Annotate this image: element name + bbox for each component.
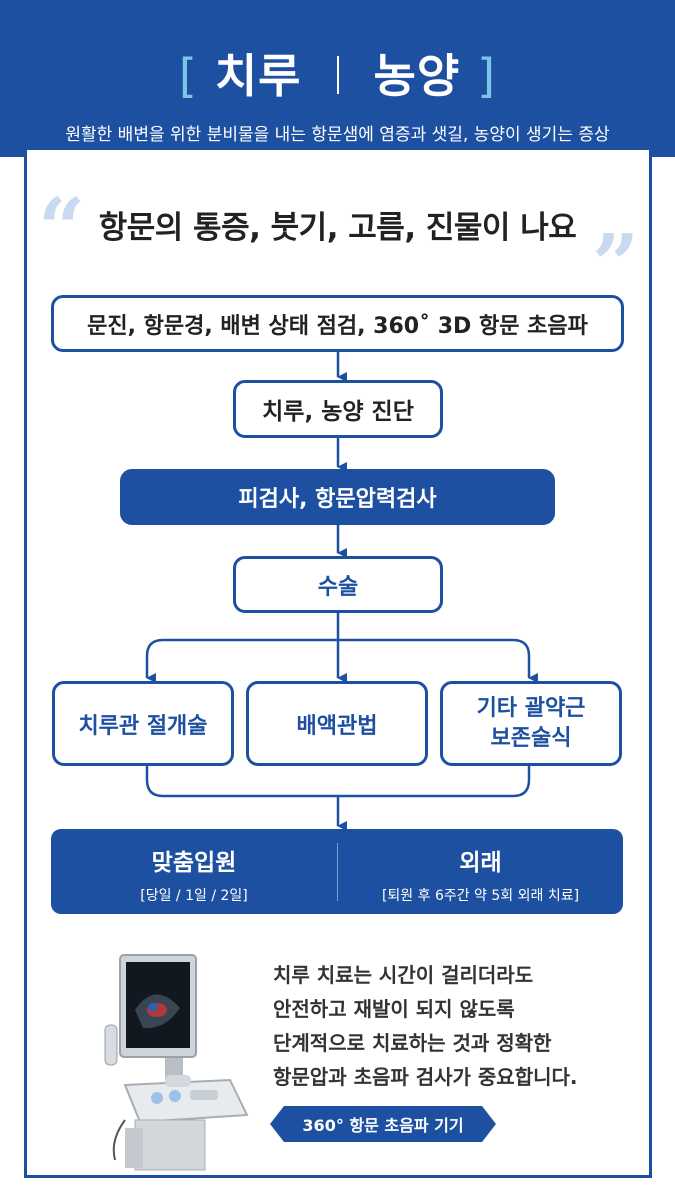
- device-label: 360° 항문 초음파 기기: [270, 1106, 496, 1142]
- flow-step-diagnosis: 치루, 농양 진단: [233, 380, 443, 438]
- page-title: [ 치루 농양 ]: [0, 40, 675, 106]
- description-line: 치루 치료는 시간이 걸리더라도: [273, 963, 534, 987]
- option-sphincter-line1: 기타 괄약근: [476, 695, 586, 721]
- ultrasound-machine-image: [104, 954, 249, 1171]
- description-line: 단계적으로 치료하는 것과 정확한: [273, 1031, 552, 1055]
- outpatient-title: 외래: [459, 850, 502, 876]
- inpatient-title: 맞춤입원: [151, 850, 237, 876]
- header-banner: [ 치루 농양 ] 원활한 배변을 위한 분비물을 내는 항문샘에 염증과 샛길…: [0, 0, 675, 157]
- description-line: 항문압과 초음파 검사가 중요합니다.: [273, 1065, 578, 1089]
- title-right: 농양: [373, 49, 461, 103]
- flow-step-tests: 피검사, 항문압력검사: [120, 469, 555, 525]
- inpatient-section: 맞춤입원 [당일 / 1일 / 2일]: [51, 829, 337, 914]
- care-plan-panel: 맞춤입원 [당일 / 1일 / 2일] 외래 [퇴원 후 6주간 약 5회 외래…: [51, 829, 623, 914]
- option-drainage: 배액관법: [246, 681, 428, 766]
- flow-step-examination: 문진, 항문경, 배변 상태 점검, 360˚ 3D 항문 초음파: [51, 295, 624, 352]
- inpatient-detail: [당일 / 1일 / 2일]: [140, 888, 248, 904]
- option-sphincter-preserving: 기타 괄약근 보존술식: [440, 681, 622, 766]
- page-subtitle: 원활한 배변을 위한 분비물을 내는 항문샘에 염증과 샛길, 농양이 생기는 …: [65, 125, 610, 145]
- title-left: 치루: [214, 49, 302, 103]
- title-bracket-open: [: [178, 49, 198, 103]
- treatment-description: 치루 치료는 시간이 걸리더라도 안전하고 재발이 되지 않도록 단계적으로 치…: [273, 958, 653, 1094]
- option-sphincter-line2: 보존술식: [490, 725, 572, 751]
- title-divider: [336, 56, 339, 94]
- panel-divider: [337, 843, 338, 901]
- outpatient-section: 외래 [퇴원 후 6주간 약 5회 외래 치료]: [338, 829, 623, 914]
- headline-symptoms: 항문의 통증, 붓기, 고름, 진물이 나요: [98, 210, 577, 246]
- option-fistulotomy: 치루관 절개술: [52, 681, 234, 766]
- description-line: 안전하고 재발이 되지 않도록: [273, 997, 515, 1021]
- flow-step-surgery: 수술: [233, 556, 443, 613]
- open-quote-icon: “: [38, 181, 86, 277]
- outpatient-detail: [퇴원 후 6주간 약 5회 외래 치료]: [381, 888, 580, 904]
- close-quote-icon: ”: [592, 217, 640, 313]
- title-bracket-close: ]: [477, 49, 497, 103]
